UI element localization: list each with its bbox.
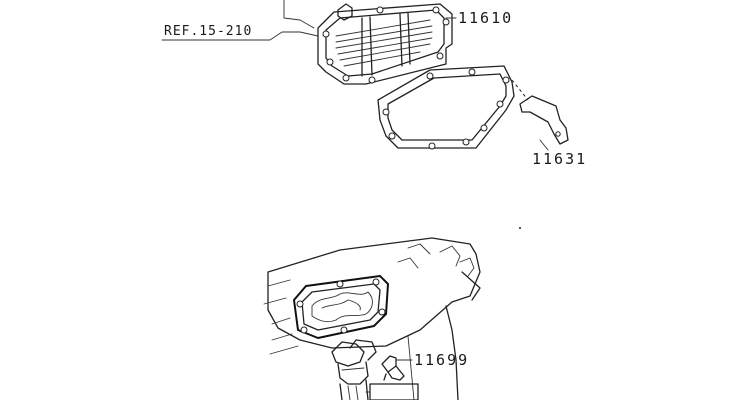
- part-number-11699: 11699: [414, 351, 469, 369]
- part-number-11631: 11631: [532, 150, 587, 168]
- engine-block-section: [263, 237, 481, 400]
- part-number-11610: 11610: [458, 9, 513, 27]
- reference-label: REF.15-210: [164, 24, 252, 39]
- gasket: [377, 65, 515, 150]
- bracket-11631: 11631: [511, 79, 587, 168]
- stray-dot: [519, 227, 521, 229]
- oil-cooler-assembly: [283, 0, 453, 85]
- callout-11610: 11610: [445, 9, 513, 27]
- bolt-11699: 11699: [381, 351, 469, 381]
- reference-callout: REF.15-210: [161, 24, 319, 41]
- sensor-fitting-assembly: [331, 339, 419, 400]
